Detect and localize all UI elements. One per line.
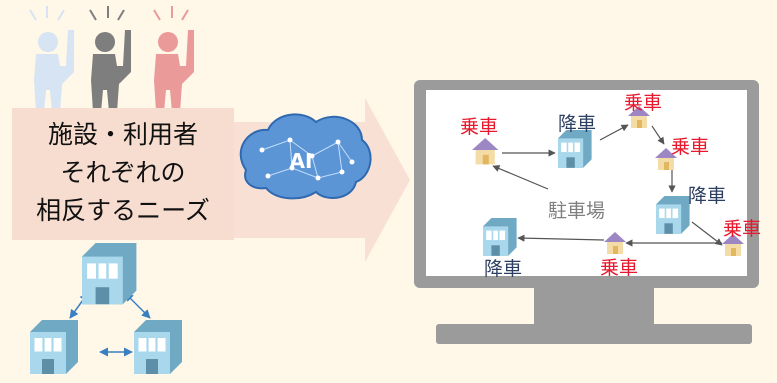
ai-brain-icon: AI xyxy=(239,113,372,200)
pickup-label: 乗車 xyxy=(460,116,499,138)
monitor-house-icon xyxy=(472,138,499,165)
ai-brain-label: AI xyxy=(290,149,313,173)
dropoff-label: 降車 xyxy=(688,185,727,207)
needs-line-3: 相反するニーズ xyxy=(36,196,210,225)
monitor-house-icon xyxy=(604,232,626,254)
parking-label: 駐車場 xyxy=(548,200,606,222)
pickup-label: 乗車 xyxy=(671,136,710,158)
building-icon xyxy=(28,318,80,376)
building-icon xyxy=(132,318,184,376)
needs-line-2: それぞれの xyxy=(60,158,186,187)
building-icon xyxy=(80,241,138,306)
needs-banner xyxy=(12,108,234,240)
dropoff-label: 降車 xyxy=(558,113,597,135)
pickup-label: 乗車 xyxy=(600,257,639,279)
person-pink-icon xyxy=(153,6,194,112)
monitor-building-icon xyxy=(482,217,518,257)
pickup-label: 乗車 xyxy=(624,92,663,114)
route-lines xyxy=(492,124,723,247)
monitor-building-icon xyxy=(655,195,691,235)
person-gray-icon xyxy=(89,6,131,112)
needs-line-1: 施設・利用者 xyxy=(47,120,198,149)
monitor-icon xyxy=(414,80,759,344)
dropoff-label: 降車 xyxy=(484,258,523,280)
pickup-label: 乗車 xyxy=(723,218,762,240)
person-blue-icon xyxy=(29,6,74,112)
needs-text: 施設・利用者 それぞれの 相反するニーズ xyxy=(12,116,234,230)
